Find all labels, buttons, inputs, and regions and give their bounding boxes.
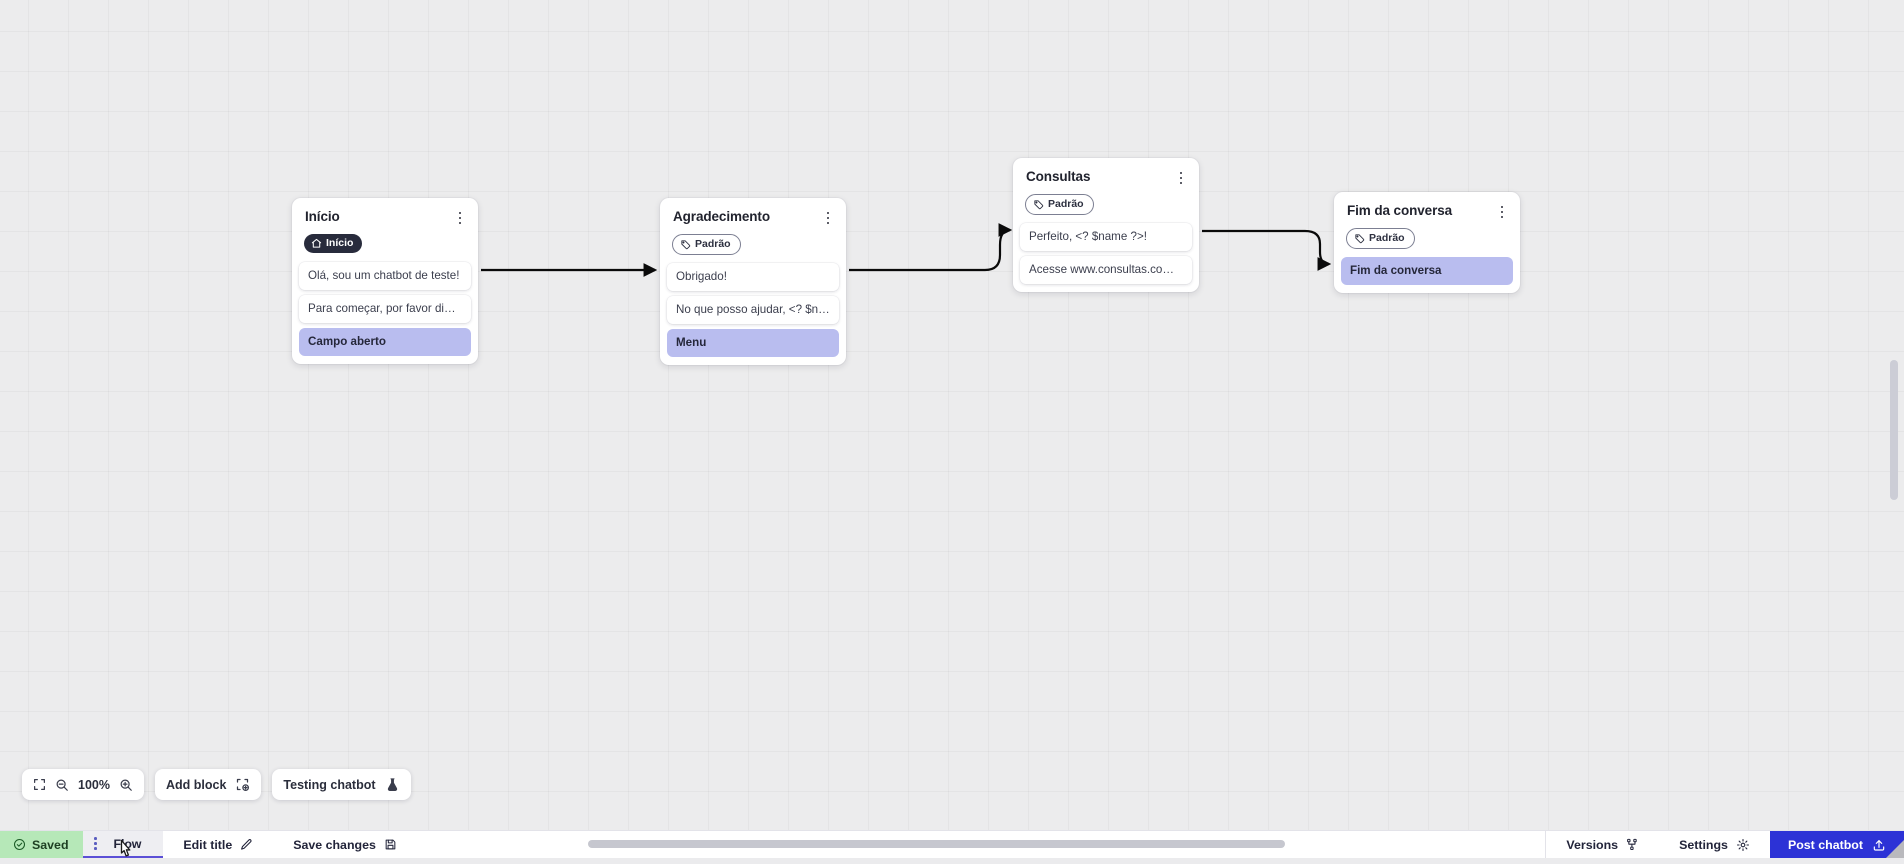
block-row[interactable]: Para começar, por favor digite o ... [299, 295, 471, 323]
block-title: Fim da conversa [1347, 203, 1452, 219]
zoom-level-label: 100% [78, 778, 110, 792]
block-row-accent[interactable]: Campo aberto [299, 328, 471, 356]
badge-row: Início [299, 227, 471, 262]
flow-block-consultas[interactable]: Consultas Padrão Perfeito, <? $name ?>! … [1013, 158, 1199, 292]
flask-icon [385, 777, 400, 792]
block-title: Agradecimento [673, 209, 770, 225]
tag-icon [1354, 233, 1365, 244]
block-rows: Olá, sou um chatbot de teste! Para começ… [299, 262, 471, 356]
block-header: Agradecimento [667, 205, 839, 227]
block-badge[interactable]: Padrão [1346, 228, 1415, 249]
connector-layer [0, 0, 1904, 830]
flow-block-fim-da-conversa[interactable]: Fim da conversa Padrão Fim da conversa [1334, 192, 1520, 293]
block-row[interactable]: No que posso ajudar, <? $name ... [667, 296, 839, 324]
block-row-accent[interactable]: Menu [667, 329, 839, 357]
add-block-label: Add block [166, 778, 226, 792]
flow-block-inicio[interactable]: Início Início Olá, sou um chatbot de tes… [292, 198, 478, 364]
block-menu-button[interactable] [1494, 203, 1510, 221]
block-badge[interactable]: Padrão [672, 234, 741, 255]
block-rows: Perfeito, <? $name ?>! Acesse www.consul… [1020, 223, 1192, 284]
badge-row: Padrão [1020, 187, 1192, 223]
connector-consultas-fim [1202, 231, 1329, 264]
horizontal-scrollbar-thumb[interactable] [588, 840, 1285, 848]
block-badge[interactable]: Padrão [1025, 194, 1094, 215]
badge-label: Padrão [1048, 198, 1084, 210]
block-row-accent[interactable]: Fim da conversa [1341, 257, 1513, 285]
vertical-scrollbar-thumb[interactable] [1890, 360, 1898, 500]
testing-chatbot-label: Testing chatbot [283, 778, 375, 792]
fit-screen-icon[interactable] [33, 778, 46, 791]
block-title: Início [305, 209, 340, 225]
block-menu-button[interactable] [452, 209, 468, 227]
block-row[interactable]: Acesse www.consultas.com par... [1020, 256, 1192, 284]
badge-row: Padrão [1341, 221, 1513, 257]
flow-block-agradecimento[interactable]: Agradecimento Padrão Obrigado! No que po… [660, 198, 846, 365]
block-header: Fim da conversa [1341, 199, 1513, 221]
badge-row: Padrão [667, 227, 839, 263]
tag-icon [680, 239, 691, 250]
badge-label: Padrão [1369, 232, 1405, 244]
block-row[interactable]: Obrigado! [667, 263, 839, 291]
block-rows: Obrigado! No que posso ajudar, <? $name … [667, 263, 839, 357]
block-badge[interactable]: Início [304, 234, 362, 253]
flow-canvas[interactable]: Início Início Olá, sou um chatbot de tes… [0, 0, 1904, 830]
add-block-button[interactable]: Add block [155, 769, 261, 800]
connector-agradecimento-consultas [849, 230, 1010, 270]
block-header: Consultas [1020, 165, 1192, 187]
block-row[interactable]: Perfeito, <? $name ?>! [1020, 223, 1192, 251]
block-menu-button[interactable] [1173, 169, 1189, 187]
add-block-icon [235, 777, 250, 792]
testing-chatbot-button[interactable]: Testing chatbot [272, 769, 410, 800]
vertical-scrollbar[interactable] [1888, 0, 1901, 830]
zoom-in-icon[interactable] [119, 778, 133, 792]
badge-label: Padrão [695, 238, 731, 250]
badge-label: Início [326, 237, 353, 249]
block-menu-button[interactable] [820, 209, 836, 227]
block-title: Consultas [1026, 169, 1090, 185]
home-icon [311, 238, 322, 249]
horizontal-scrollbar[interactable] [0, 837, 1904, 851]
block-row[interactable]: Olá, sou um chatbot de teste! [299, 262, 471, 290]
canvas-toolbar: 100% Add block Testing chatbot [22, 769, 411, 800]
tag-icon [1033, 199, 1044, 210]
block-header: Início [299, 205, 471, 227]
zoom-out-icon[interactable] [55, 778, 69, 792]
zoom-controls: 100% [22, 769, 144, 800]
block-rows: Fim da conversa [1341, 257, 1513, 285]
